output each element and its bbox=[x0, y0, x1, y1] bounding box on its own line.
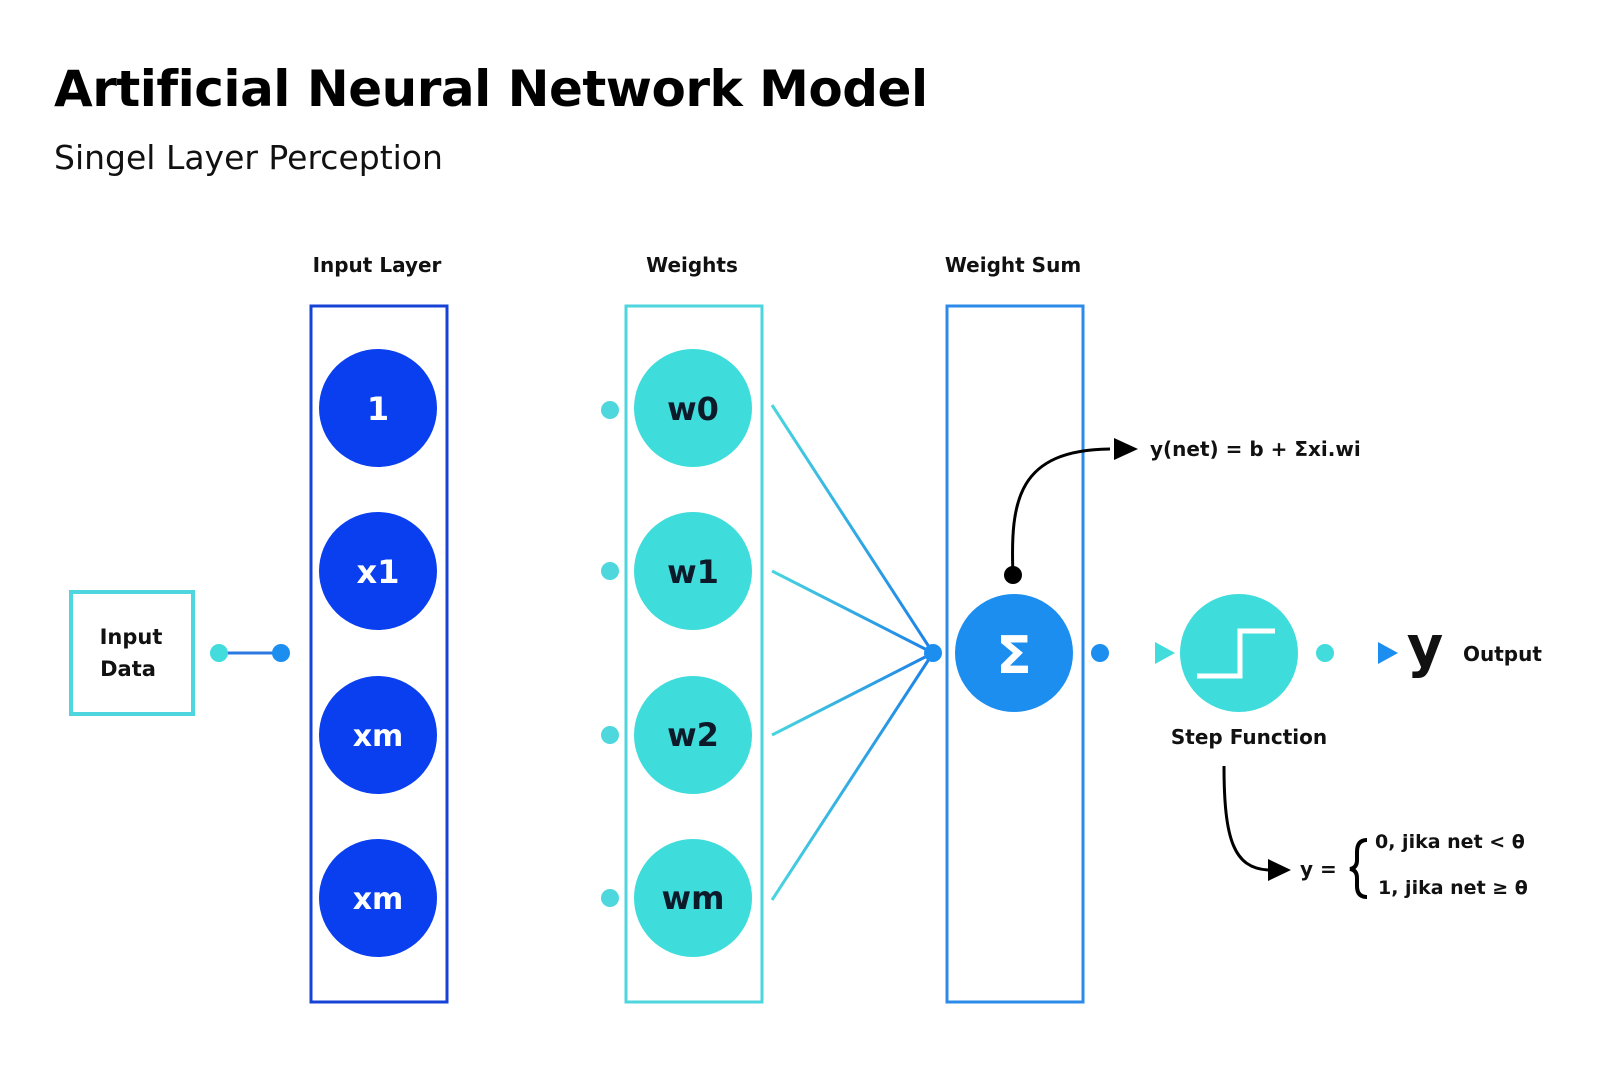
input-node-label: xm bbox=[353, 719, 404, 754]
input-data-label-line1: Input bbox=[100, 625, 163, 649]
input-node-circle bbox=[319, 839, 437, 957]
weight-node-circle bbox=[634, 839, 752, 957]
input-node-circle bbox=[319, 512, 437, 630]
input-data-box bbox=[69, 590, 195, 716]
sum-node: Σ bbox=[955, 594, 1073, 712]
output-label: Output bbox=[1463, 642, 1542, 666]
weight-node-3: wm bbox=[634, 839, 752, 957]
sum-to-step-arrow bbox=[1091, 642, 1175, 664]
weight-sum-box bbox=[945, 304, 1085, 1004]
input-node-label: x1 bbox=[357, 553, 400, 591]
weight-node-circle bbox=[634, 512, 752, 630]
input-node-0: 1 bbox=[319, 349, 437, 467]
weights-box bbox=[624, 304, 764, 1004]
input-weight-connections bbox=[453, 401, 619, 907]
fan-merge-dot bbox=[924, 644, 942, 662]
fan-line-4 bbox=[770, 652, 935, 901]
brace-icon bbox=[1349, 838, 1368, 899]
weight-node-label: w2 bbox=[667, 716, 719, 754]
weight-node-label: w0 bbox=[667, 390, 719, 428]
output-symbol: y bbox=[1407, 615, 1444, 680]
step-function-icon bbox=[1197, 628, 1275, 679]
net-formula: y(net) = b + Σxi.wi bbox=[1150, 437, 1361, 461]
input-data-connector-start-dot bbox=[210, 644, 228, 662]
arrowhead-icon bbox=[1378, 642, 1398, 664]
input-node-3: xm bbox=[319, 839, 437, 957]
net-formula-arrow bbox=[1004, 438, 1138, 584]
step-function-label: Step Function bbox=[1171, 725, 1327, 749]
column-label-weights: Weights bbox=[646, 253, 738, 277]
input-data-connector-end-dot bbox=[272, 644, 290, 662]
arrowhead-icon bbox=[1155, 642, 1175, 664]
sum-node-circle bbox=[955, 594, 1073, 712]
input-data-block: Input Data bbox=[69, 590, 195, 716]
fan-line-3 bbox=[771, 651, 934, 737]
input-layer-box bbox=[309, 304, 449, 1004]
piecewise-case-2: 1, jika net ≥ θ bbox=[1378, 877, 1528, 899]
input-data-connector bbox=[210, 644, 290, 662]
input-node-2: xm bbox=[319, 676, 437, 794]
weight-node-circle bbox=[634, 676, 752, 794]
input-node-circle bbox=[319, 676, 437, 794]
column-label-input-layer: Input Layer bbox=[313, 253, 442, 277]
arrowhead-icon bbox=[1268, 859, 1291, 881]
input-data-label-line2: Data bbox=[100, 657, 156, 681]
connection-dot-row-1 bbox=[601, 401, 619, 419]
weights-to-sum-fan bbox=[770, 404, 942, 901]
step-function-node bbox=[1180, 594, 1298, 712]
connection-dot-row-3 bbox=[601, 726, 619, 744]
sigma-icon: Σ bbox=[996, 626, 1032, 686]
piecewise-lhs: y = bbox=[1300, 857, 1337, 881]
weight-node-circle bbox=[634, 349, 752, 467]
piecewise-arrow-curve bbox=[1222, 765, 1269, 872]
weight-node-2: w2 bbox=[634, 676, 752, 794]
step-to-output-arrow bbox=[1316, 642, 1398, 664]
input-node-circle bbox=[319, 349, 437, 467]
connection-dot-row-4 bbox=[601, 889, 619, 907]
piecewise-arrow bbox=[1222, 765, 1291, 881]
weight-node-1: w1 bbox=[634, 512, 752, 630]
fan-line-2 bbox=[771, 569, 934, 655]
weight-node-label: w1 bbox=[667, 553, 719, 591]
piecewise-case-1: 0, jika net < θ bbox=[1375, 831, 1525, 853]
column-label-weight-sum: Weight Sum bbox=[945, 253, 1081, 277]
weight-node-0: w0 bbox=[634, 349, 752, 467]
page-subtitle: Singel Layer Perception bbox=[54, 138, 443, 177]
page-title: Artificial Neural Network Model bbox=[54, 60, 928, 118]
net-formula-arrow-curve bbox=[1011, 447, 1111, 576]
connection-dot-row-2 bbox=[601, 562, 619, 580]
weight-node-label: wm bbox=[662, 879, 725, 917]
fan-line-1 bbox=[770, 404, 935, 654]
arrowhead-icon bbox=[1114, 438, 1138, 460]
input-node-label: xm bbox=[353, 882, 404, 917]
input-node-label: 1 bbox=[367, 390, 389, 428]
input-node-1: x1 bbox=[319, 512, 437, 630]
